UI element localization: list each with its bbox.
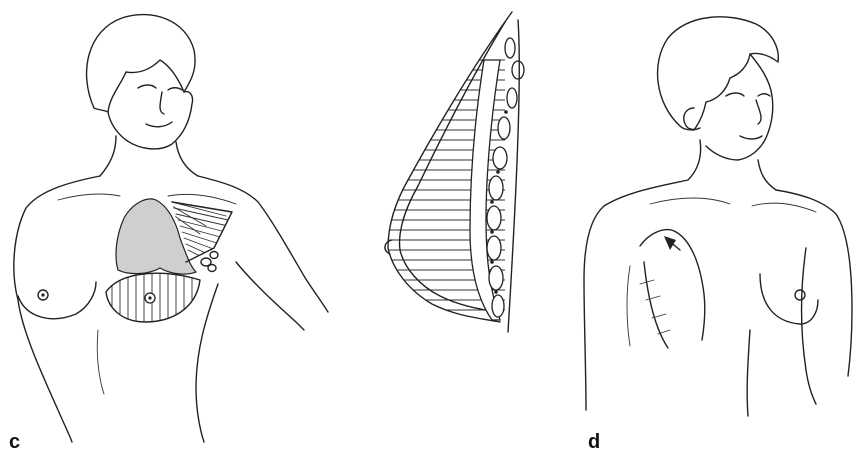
ear-d	[684, 108, 700, 130]
nipple-right-d	[795, 290, 805, 300]
hair-c	[87, 15, 196, 112]
arrow-head-d	[664, 236, 676, 250]
side-c	[97, 330, 104, 394]
nose-c	[160, 92, 164, 114]
collarbone-d-2	[752, 203, 816, 212]
neck-c-right	[176, 142, 198, 176]
scar-line-d	[644, 262, 668, 348]
nose-d	[756, 100, 761, 124]
waist-d	[747, 330, 750, 416]
flap-arc-d	[640, 230, 705, 340]
scar-tick-2	[646, 296, 660, 300]
panel-d-figure	[584, 17, 852, 416]
panel-label-c: c	[9, 432, 20, 452]
eye-right-d	[758, 94, 770, 96]
arm-c	[236, 262, 304, 330]
node-c-2	[210, 252, 218, 259]
torso-d-right	[776, 190, 852, 376]
eye-right-c	[168, 88, 182, 90]
arm-d	[802, 248, 817, 404]
face-c	[108, 92, 193, 149]
eye-left-d	[726, 93, 744, 96]
panel-label-d: d	[588, 432, 600, 452]
mouth-c	[146, 122, 172, 127]
node-c-3	[208, 265, 216, 272]
torso-d	[584, 180, 688, 410]
side-d	[627, 266, 630, 346]
breast-right-d	[760, 274, 818, 324]
nipple-left-c-dot	[41, 293, 44, 296]
neck-d-right	[758, 160, 776, 190]
breast-left-c	[18, 282, 96, 319]
neck-c	[100, 136, 116, 176]
panel-c-figure	[14, 15, 328, 442]
waist-c	[196, 284, 218, 442]
collarbone-c	[58, 194, 120, 200]
neck-d	[688, 140, 701, 180]
mouth-d	[740, 136, 762, 139]
eye-left-c	[138, 85, 156, 88]
face-d	[706, 54, 773, 160]
breast-cross-section	[380, 12, 524, 332]
nipple-right-c-dot	[148, 296, 151, 299]
collarbone-d	[650, 198, 730, 204]
